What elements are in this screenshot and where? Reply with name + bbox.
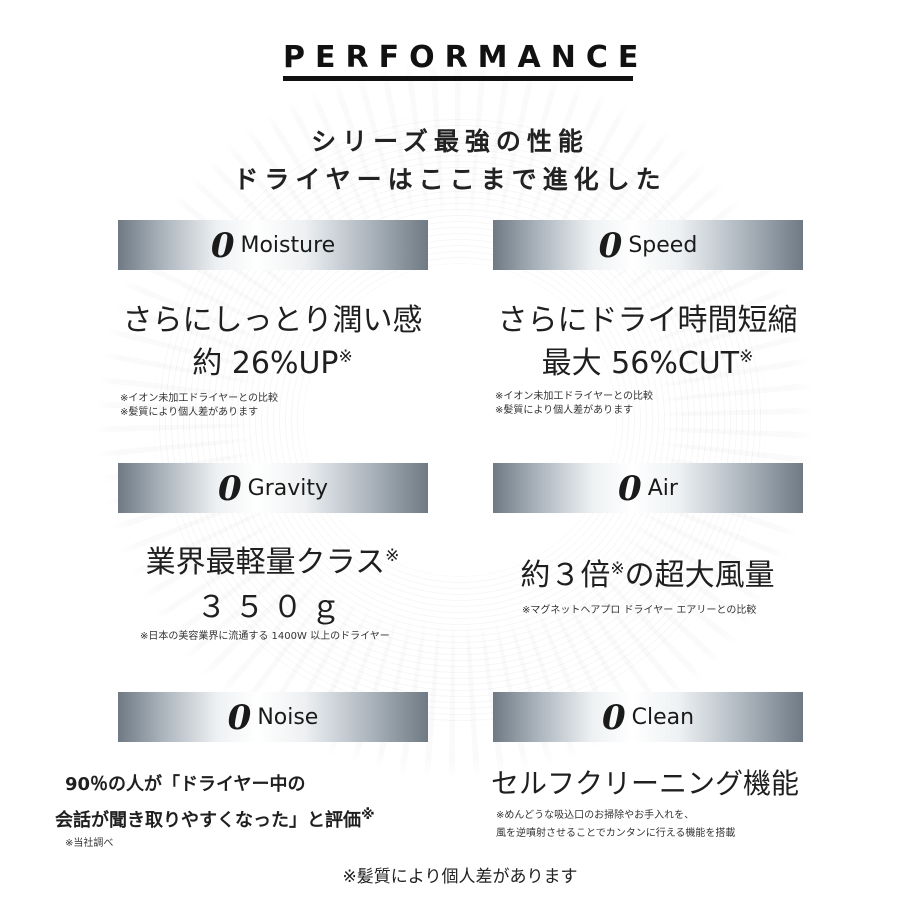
noise-line2: 会話が聞き取りやすくなった」と評価※ <box>55 806 375 832</box>
speed-note2: ※髪質により個人差があります <box>495 405 634 416</box>
noise-text: 会話が聞き取りやすくなった」と評価 <box>55 810 361 831</box>
footnote-mark: ※ <box>610 559 625 579</box>
moisture-note2: ※髪質により個人差があります <box>120 407 259 418</box>
clean-note1: ※めんどうな吸込口のお掃除やお手入れを、 <box>496 810 695 821</box>
zero-icon: 0 <box>601 698 626 738</box>
badge-label: Speed <box>628 232 698 258</box>
moisture-line2: 約 26%UP※ <box>100 338 445 382</box>
headline-line1: シリーズ最強の性能 <box>311 127 589 156</box>
speed-value: 最大 56%CUT <box>541 346 740 381</box>
gravity-note1: ※日本の美容業界に流通する 1400W 以上のドライヤー <box>140 631 390 642</box>
moisture-value: 約 26%UP <box>192 346 339 381</box>
badge-clean: 0 Clean <box>493 692 803 742</box>
badge-air: 0 Air <box>493 463 803 513</box>
noise-note1: ※当社調べ <box>65 838 114 849</box>
footnote-mark: ※ <box>739 347 754 367</box>
speed-line1: さらにドライ時間短縮 <box>497 303 798 338</box>
zero-icon: 0 <box>618 469 642 509</box>
clean-line1: セルフクリーニング機能 <box>490 767 799 800</box>
speed-line2: 最大 56%CUT※ <box>475 338 820 382</box>
zero-icon: 0 <box>217 469 242 509</box>
footnote-mark: ※ <box>385 546 400 566</box>
badge-label: Air <box>647 475 678 501</box>
badge-gravity: 0 Gravity <box>118 463 428 513</box>
zero-icon: 0 <box>227 698 252 738</box>
background-swirl <box>140 110 780 730</box>
badge-label: Clean <box>631 704 695 730</box>
moisture-note1: ※イオン未加工ドライヤーとの比較 <box>120 393 278 404</box>
air-text-b: の超大風量 <box>624 558 775 593</box>
zero-icon: 0 <box>210 226 235 266</box>
page-title: PERFORMANCE <box>283 40 649 75</box>
clean-note2: 風を逆噴射させることでカンタンに行える機能を搭載 <box>496 828 736 839</box>
badge-label: Gravity <box>247 475 329 501</box>
badge-moisture: 0 Moisture <box>118 220 428 270</box>
background-swirl-outer <box>95 60 815 780</box>
moisture-line1: さらにしっとり潤い感 <box>122 303 423 338</box>
speed-note1: ※イオン未加工ドライヤーとの比較 <box>495 391 653 402</box>
air-note1: ※マグネットヘアプロ ドライヤー エアリーとの比較 <box>522 605 757 616</box>
gravity-line1: 業界最軽量クラス※ <box>100 537 445 581</box>
badge-label: Moisture <box>240 232 336 258</box>
gravity-text: 業界最軽量クラス <box>145 545 386 580</box>
badge-label: Noise <box>257 704 319 730</box>
gravity-line2: ３５０ｇ <box>196 590 349 625</box>
badge-speed: 0 Speed <box>493 220 803 270</box>
headline-line2: ドライヤーはここまで進化した <box>233 165 667 194</box>
air-line1: 約３倍※の超大風量 <box>475 550 820 594</box>
footnote-mark: ※ <box>338 347 353 367</box>
title-underline <box>283 76 633 81</box>
zero-icon: 0 <box>598 226 623 266</box>
noise-line1: 90％の人が「ドライヤー中の <box>65 774 306 795</box>
air-text-a: 約３倍 <box>520 558 611 593</box>
footnote-mark: ※ <box>361 807 375 823</box>
badge-noise: 0 Noise <box>118 692 428 742</box>
footer-note: ※髪質により個人差があります <box>342 867 578 887</box>
